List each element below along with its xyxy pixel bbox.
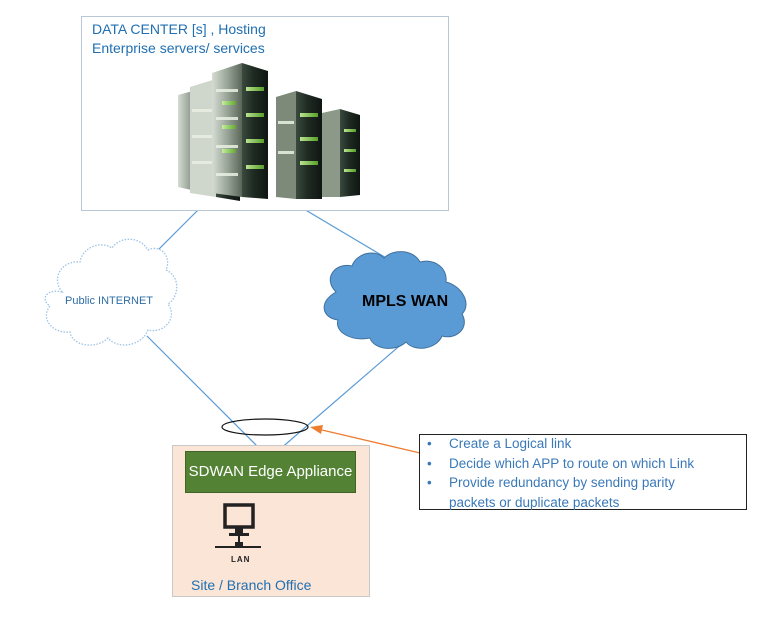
sdwan-edge-appliance: SDWAN Edge Appliance xyxy=(185,451,356,493)
feature-item-logical-link: Create a Logical link xyxy=(420,434,694,454)
data-center-box: DATA CENTER [s] , Hosting Enterprise ser… xyxy=(81,16,449,211)
callout-arrow xyxy=(310,425,421,454)
mpls-cloud xyxy=(323,251,467,349)
internet-cloud xyxy=(44,238,178,346)
feature-item-text: Provide redundancy by sending parity xyxy=(449,475,675,490)
computer-icon xyxy=(215,503,261,548)
feature-item-text: Decide which APP to route on which Link xyxy=(449,455,695,471)
server-racks-icon xyxy=(178,63,360,201)
site-label: Site / Branch Office xyxy=(191,577,312,593)
features-list: Create a Logical link Decide which APP t… xyxy=(420,434,694,512)
link-mpls-site xyxy=(278,341,405,451)
data-center-title-line1: DATA CENTER [s] , Hosting xyxy=(92,21,266,37)
data-center-title-line2: Enterprise servers/ services xyxy=(92,40,265,56)
link-internet-site xyxy=(146,335,262,451)
logical-link-ellipse xyxy=(221,418,309,436)
features-note-box: Create a Logical link Decide which APP t… xyxy=(419,434,747,510)
mpls-cloud-label: MPLS WAN xyxy=(362,293,449,310)
internet-cloud-label: Public INTERNET xyxy=(65,295,154,307)
feature-item-app-routing: Decide which APP to route on which Link xyxy=(420,454,694,474)
feature-item-redundancy: Provide redundancy by sending parity pac… xyxy=(420,473,694,512)
lan-label: LAN xyxy=(231,555,251,564)
feature-item-text: Create a Logical link xyxy=(449,436,572,451)
feature-item-text-continued: packets or duplicate packets xyxy=(449,494,620,510)
